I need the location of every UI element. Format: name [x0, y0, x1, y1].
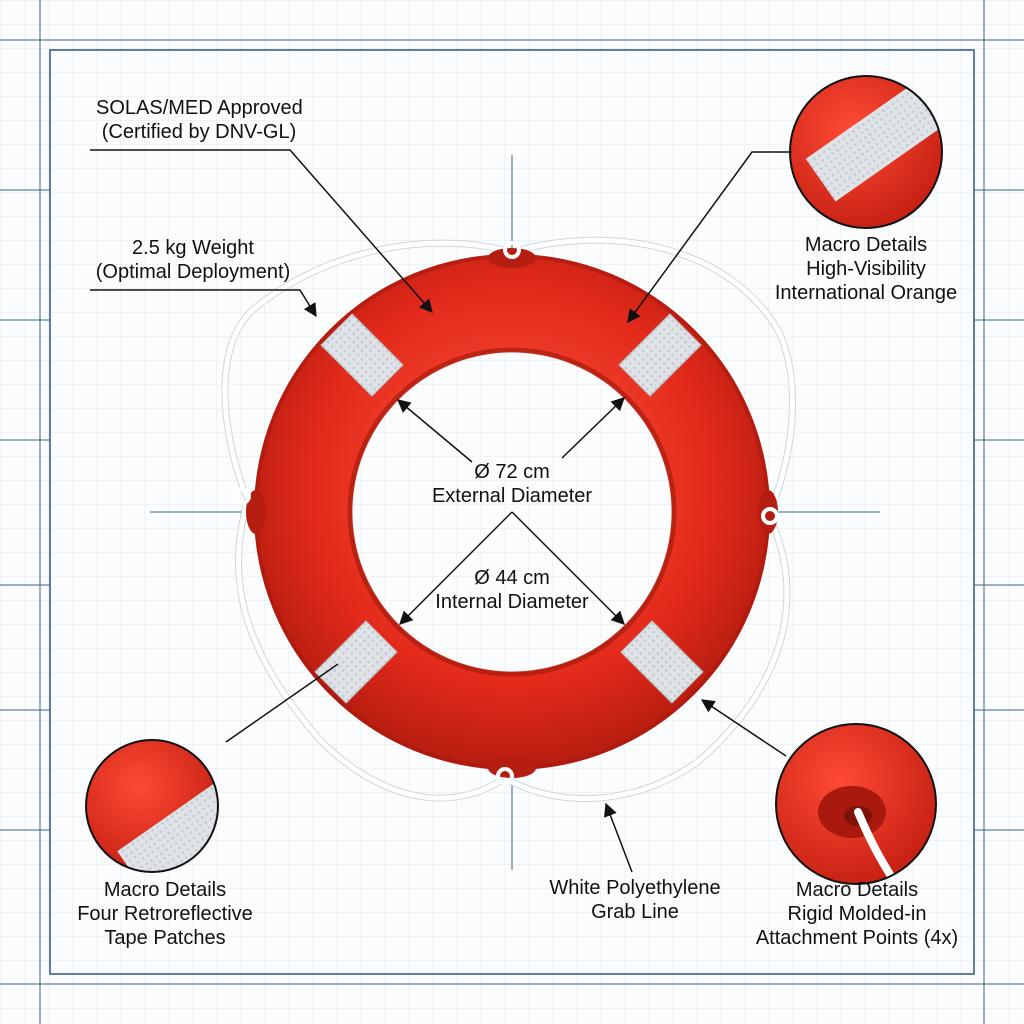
macro-orange-detail — [789, 75, 943, 229]
label-tape: Macro Details Four Retroreflective Tape … — [77, 879, 253, 949]
leader-orange — [627, 151, 792, 324]
leader-weight — [90, 289, 317, 318]
retroreflective-tape-patches — [314, 313, 704, 704]
tape-patch-bottom-right — [620, 620, 704, 704]
label-grab-line: White Polyethylene Grab Line — [549, 877, 721, 923]
tape-patch-bottom-left — [314, 620, 398, 704]
internal-arrow-left — [399, 511, 513, 625]
tape-patch-top-left — [320, 313, 404, 397]
leader-approval — [90, 149, 433, 314]
external-arrow-left — [396, 399, 473, 463]
label-orange: Macro Details High-Visibility Internatio… — [774, 234, 958, 304]
grab-line-rope — [221, 236, 796, 802]
label-external-diameter: Ø 72 cm External Diameter — [431, 461, 593, 507]
dimension-arrows — [396, 397, 625, 625]
frame-ticks — [0, 189, 1024, 831]
rope-loops — [233, 241, 779, 785]
label-attachment: Macro Details Rigid Molded-in Attachment… — [755, 879, 959, 949]
macro-tape-detail — [85, 739, 219, 873]
internal-arrow-right — [511, 511, 625, 625]
label-internal-diameter: Ø 44 cm Internal Diameter — [435, 567, 589, 613]
leader-grab-line — [604, 802, 633, 873]
macro-attachment-detail — [775, 723, 937, 885]
label-weight: 2.5 kg Weight (Optimal Deployment) — [95, 237, 291, 283]
label-approval: SOLAS/MED Approved (Certified by DNV-GL) — [96, 97, 303, 143]
leader-tape — [225, 663, 339, 743]
leader-lines — [90, 149, 792, 873]
external-arrow-right — [561, 397, 625, 459]
tape-patch-top-right — [618, 313, 702, 397]
leader-attachment — [700, 699, 787, 757]
